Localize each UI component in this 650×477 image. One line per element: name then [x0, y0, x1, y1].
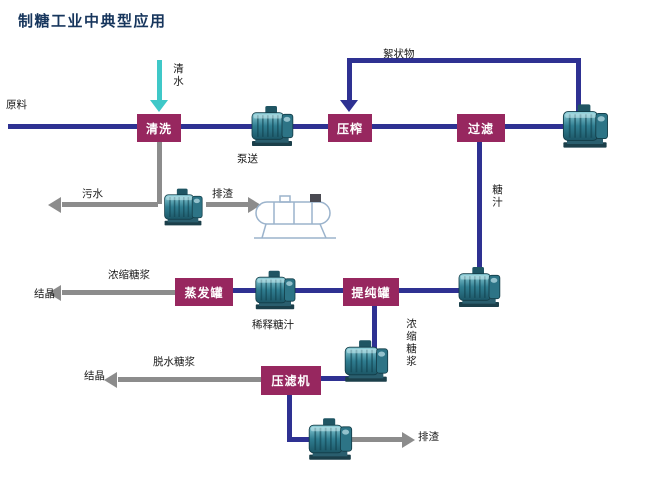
flow-line-filter-down [477, 142, 482, 292]
flow-line-main [8, 124, 602, 129]
waste-line-wash-down [157, 142, 162, 204]
label-clean-water: 清水 [172, 63, 184, 88]
tank-icon [250, 186, 344, 246]
arrowhead-crystal-bottom-left [104, 372, 117, 388]
pump-icon [160, 184, 206, 230]
process-box-label: 蒸发罐 [184, 285, 224, 300]
label-crystal-bottom: 结晶 [84, 370, 105, 382]
label-slag-bottom: 排渣 [418, 431, 439, 443]
waste-line-crystal-mid [62, 290, 176, 295]
waste-line-slag-bottom [352, 437, 404, 442]
flow-line-recycle-drop [347, 58, 352, 102]
pump-icon [340, 336, 392, 386]
arrowhead-crystal-mid-left [48, 285, 61, 301]
waste-line-crystal-bottom [118, 377, 261, 382]
flow-line-to-purifier [396, 288, 482, 293]
process-box-label: 压滤机 [271, 374, 311, 388]
process-box-wash: 清洗 [137, 114, 181, 142]
label-sugar-juice: 糖汁 [491, 184, 503, 209]
pump-icon [304, 414, 356, 464]
arrowhead-slag-bottom-right [402, 432, 415, 448]
flow-line-to-bottom-pump [287, 437, 311, 442]
label-crystal-mid: 结晶 [34, 288, 55, 300]
page-title: 制糖工业中典型应用 [18, 13, 167, 30]
label-sewage: 污水 [82, 188, 103, 200]
process-box-press: 压榨 [328, 114, 372, 142]
pump-icon [247, 102, 297, 150]
flow-line-recycle-top [347, 58, 581, 63]
pump-icon [251, 266, 299, 314]
label-diluted-juice: 稀释糖汁 [252, 319, 294, 331]
process-box-evaporator: 蒸发罐 [175, 278, 233, 306]
process-box-label: 过滤 [467, 121, 494, 136]
water-line [157, 60, 162, 102]
flow-line-purifier-down [372, 306, 377, 370]
process-box-purifier: 提纯罐 [343, 278, 399, 306]
label-raw-material: 原料 [6, 99, 27, 111]
waste-line-sewage [62, 202, 158, 207]
label-dehydrated-syrup: 脱水糖浆 [153, 356, 195, 368]
flow-line-recycle-up [576, 58, 581, 126]
arrowhead-into-press [340, 100, 358, 112]
label-concentrated-syrup-left: 浓缩糖浆 [108, 269, 150, 281]
flow-line-filterpress-down [287, 395, 292, 441]
process-box-filter: 过滤 [457, 114, 505, 142]
pump-icon [558, 100, 612, 152]
process-box-label: 压榨 [336, 121, 363, 136]
label-concentrated-syrup-vertical: 浓缩糖浆 [405, 318, 417, 368]
label-floc: 絮状物 [383, 48, 415, 60]
label-slag-top: 排渣 [212, 188, 233, 200]
process-box-label: 提纯罐 [351, 285, 391, 300]
waste-line-slag-top [206, 202, 250, 207]
arrowhead-sewage-left [48, 197, 61, 213]
pump-icon [454, 262, 504, 312]
process-box-filter-press: 压滤机 [261, 366, 321, 395]
label-pumping: 泵送 [237, 153, 258, 165]
arrowhead-water-down [150, 100, 168, 112]
arrowhead-slag-top-right [248, 197, 261, 213]
process-box-label: 清洗 [145, 121, 172, 136]
